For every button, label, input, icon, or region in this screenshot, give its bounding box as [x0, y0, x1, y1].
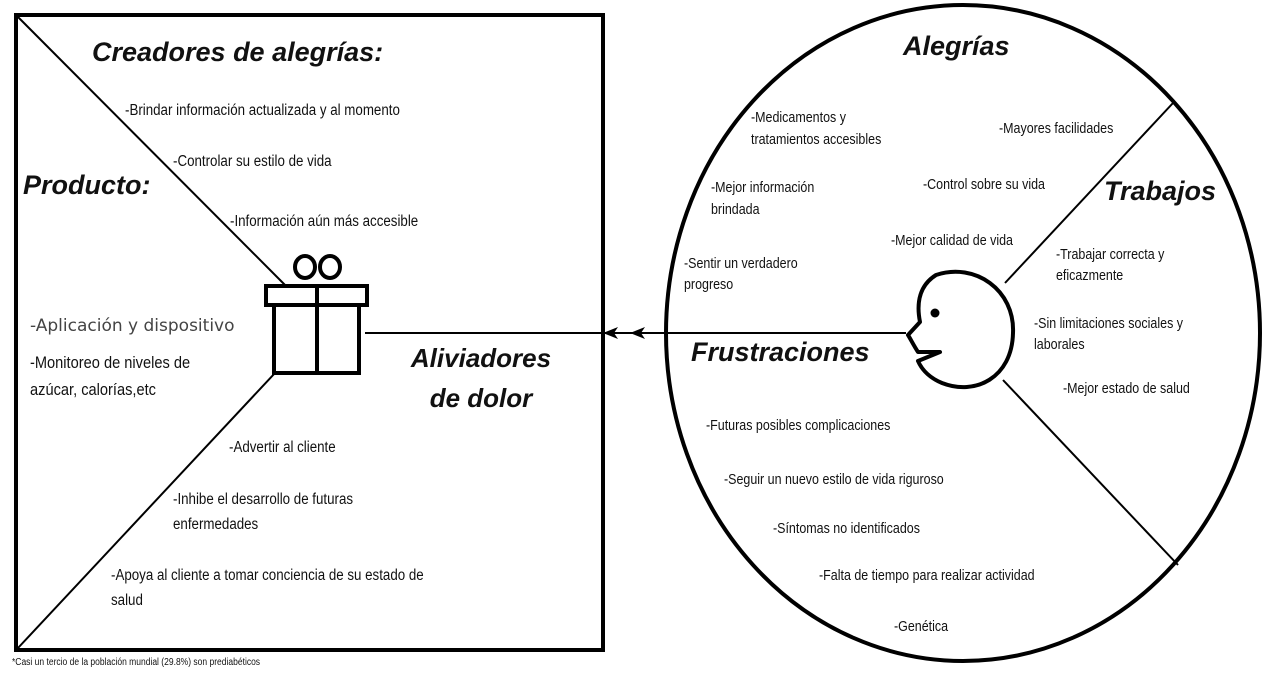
pain-reliever-item: -Advertir al cliente [229, 439, 336, 456]
pain-item: -Genética [894, 619, 949, 635]
job-item: -Trabajar correcta y [1056, 247, 1165, 263]
circle-divider-down [1002, 379, 1179, 566]
pain-relievers-title-line: de dolor [429, 383, 533, 413]
gain-item: tratamientos accesibles [751, 132, 882, 148]
product-item: -Aplicación y dispositivo [30, 316, 235, 336]
pains-title: Frustraciones [691, 337, 870, 367]
face-icon [906, 269, 1016, 389]
circle-divider-up [1004, 102, 1174, 284]
pain-item: -Futuras posibles complicaciones [706, 418, 891, 434]
gain-item: -Control sobre su vida [923, 177, 1045, 193]
job-item: -Mejor estado de salud [1063, 381, 1190, 397]
gain-item: -Mejor información [711, 180, 815, 196]
pain-item: -Síntomas no identificados [773, 521, 920, 537]
pain-relievers-title-line: Aliviadores [410, 343, 552, 373]
gain-item: -Sentir un verdadero [684, 256, 798, 272]
diagonal-top [17, 16, 286, 286]
pain-item: -Seguir un nuevo estilo de vida riguroso [724, 472, 944, 488]
jobs-title: Trabajos [1104, 176, 1217, 206]
gain-item: -Medicamentos y [751, 110, 846, 126]
job-item: -Sin limitaciones sociales y [1034, 316, 1184, 332]
gain-creator-item: -Información aún más accesible [230, 213, 419, 230]
product-item: -Monitoreo de niveles de [30, 353, 191, 372]
pain-reliever-item: -Inhibe el desarrollo de futuras [173, 491, 354, 508]
gift-icon [264, 254, 369, 375]
double-arrow-icon [603, 327, 906, 339]
pain-item: -Falta de tiempo para realizar actividad [819, 568, 1035, 584]
pain-relievers-title: Aliviadores de dolor [396, 338, 566, 418]
gain-creator-item: -Controlar su estilo de vida [173, 153, 332, 170]
gain-item: brindada [711, 202, 760, 218]
gain-item: -Mejor calidad de vida [891, 233, 1013, 249]
pain-reliever-item: enfermedades [173, 516, 259, 533]
gain-creators-title: Creadores de alegrías: [92, 37, 384, 67]
customer-circle [664, 3, 1262, 663]
diagonal-bottom [17, 372, 276, 649]
pain-reliever-item: -Apoya al cliente a tomar conciencia de … [111, 567, 424, 584]
gain-item: -Mayores facilidades [999, 121, 1114, 137]
footnote: *Casi un tercio de la población mundial … [12, 657, 261, 668]
gains-title: Alegrías [903, 31, 1010, 61]
job-item: laborales [1034, 337, 1085, 353]
gain-creator-item: -Brindar información actualizada y al mo… [125, 102, 400, 119]
pain-reliever-item: salud [111, 592, 143, 609]
product-title: Producto: [23, 170, 151, 200]
job-item: eficazmente [1056, 268, 1124, 284]
product-item: azúcar, calorías,etc [30, 380, 156, 399]
gain-item: progreso [684, 277, 734, 293]
